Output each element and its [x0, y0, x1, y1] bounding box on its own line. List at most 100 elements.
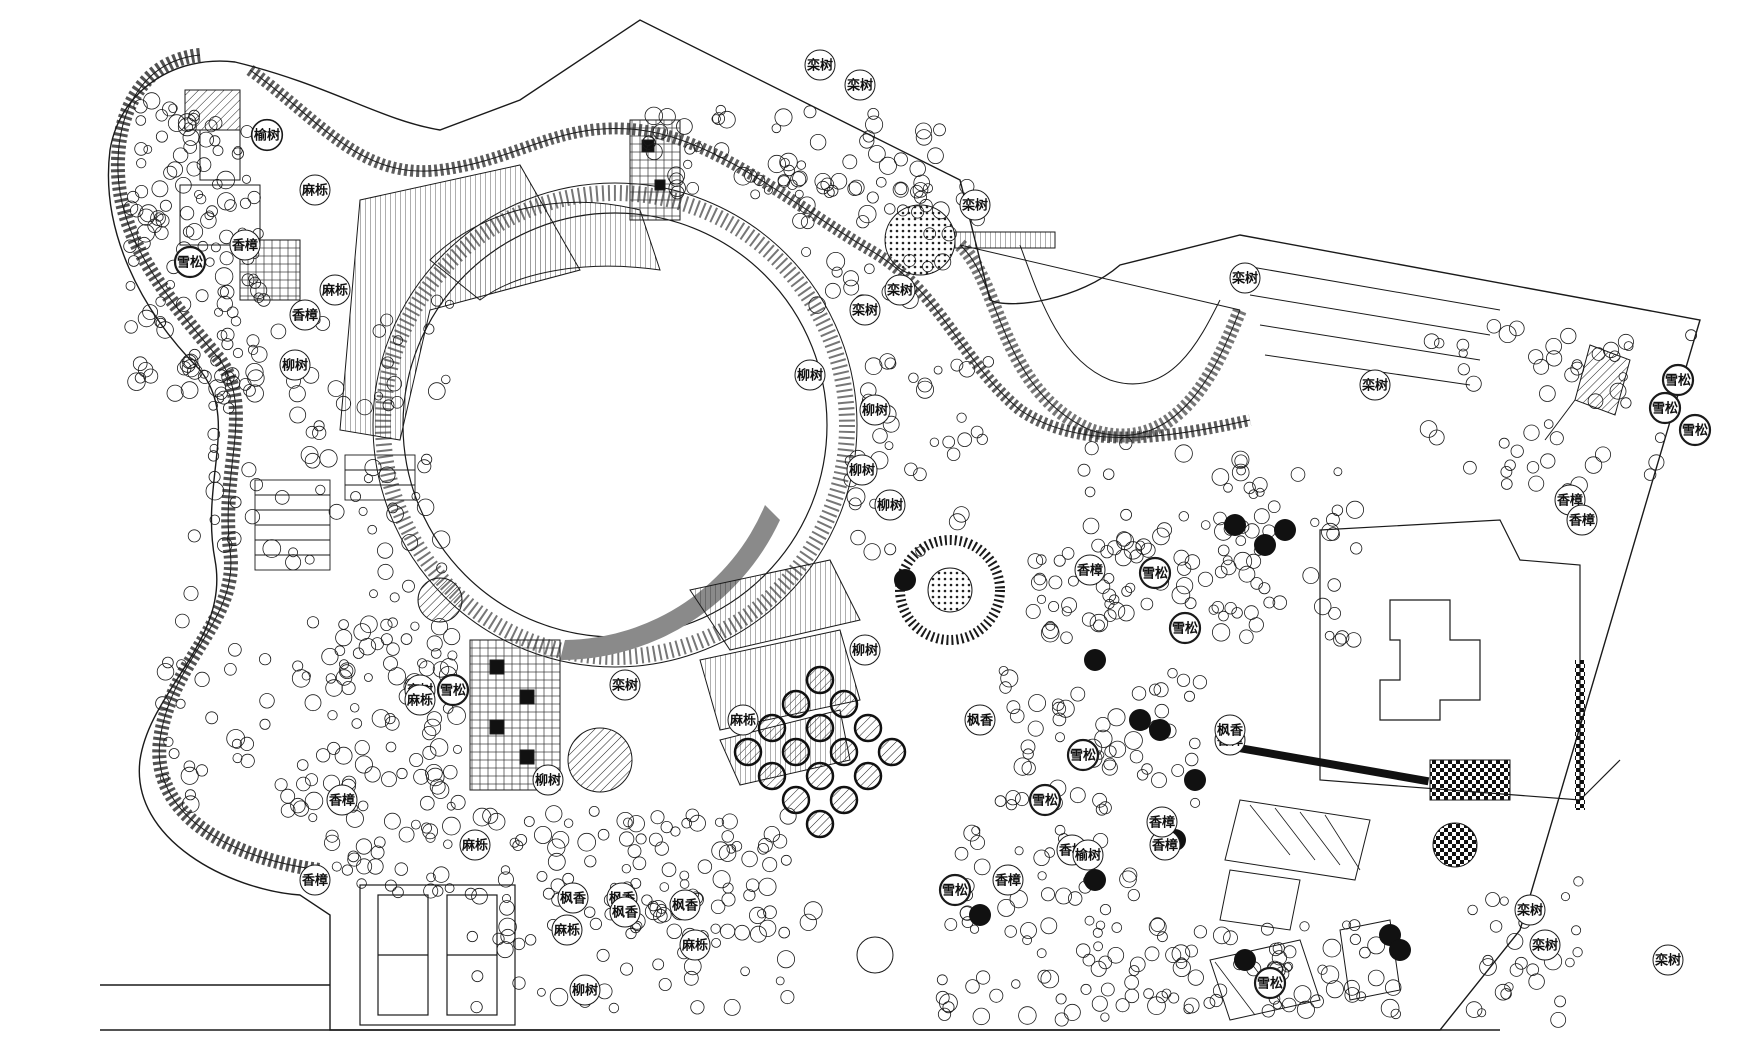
tree-canopy — [547, 852, 566, 871]
tree-canopy — [1587, 393, 1604, 410]
tree-canopy — [1155, 990, 1169, 1004]
grid-tree — [805, 761, 835, 791]
tree-species-label: 榆树 — [1075, 848, 1101, 864]
tree-species-label: 香樟 — [291, 308, 318, 324]
tree-canopy — [1048, 601, 1060, 613]
tree-canopy — [196, 157, 212, 172]
tree-canopy — [247, 190, 261, 205]
tree-canopy — [820, 177, 835, 192]
tree-canopy — [723, 999, 741, 1016]
tree-canopy — [1011, 979, 1021, 989]
tree-canopy — [430, 618, 449, 636]
tree-canopy — [498, 917, 517, 937]
tree-canopy — [197, 240, 209, 252]
tree-canopy — [1149, 683, 1162, 696]
tree-canopy — [163, 736, 174, 747]
tree-canopy — [225, 367, 240, 382]
tree-canopy — [143, 368, 159, 384]
tree-canopy — [1324, 630, 1335, 641]
tree-canopy — [180, 206, 195, 221]
tree-canopy — [327, 710, 338, 721]
tree-canopy — [1040, 969, 1060, 989]
tree-label-ring — [884, 274, 916, 306]
tree-canopy — [763, 905, 777, 919]
grid-tree — [829, 689, 859, 719]
tree-canopy — [1235, 535, 1247, 546]
tree-canopy — [205, 257, 215, 267]
tree-canopy — [608, 1002, 620, 1014]
tree-canopy — [1648, 454, 1665, 471]
dark-tree — [969, 904, 991, 926]
tree-canopy — [1268, 942, 1283, 957]
tree-canopy — [422, 745, 437, 760]
tree-canopy — [982, 356, 995, 368]
tree-canopy — [396, 767, 408, 780]
tree-canopy — [364, 766, 381, 783]
tree-canopy — [803, 105, 817, 119]
tree-canopy — [798, 196, 816, 214]
tree-canopy — [183, 353, 199, 369]
tree-canopy — [710, 923, 721, 934]
tree-canopy — [858, 205, 877, 224]
tree-label-ring — [1253, 966, 1287, 1000]
tree-canopy — [1367, 936, 1386, 955]
tree-canopy — [387, 502, 399, 514]
tree-canopy — [425, 763, 443, 782]
tree-canopy — [763, 185, 773, 195]
tree-canopy — [1127, 888, 1140, 902]
tree-canopy — [389, 592, 400, 603]
tree-canopy — [1103, 757, 1116, 771]
tree-canopy — [436, 562, 448, 574]
tree-canopy — [1467, 904, 1478, 916]
tree-canopy — [524, 934, 537, 946]
tree-canopy — [597, 828, 610, 841]
tree-canopy — [864, 263, 875, 275]
tree-canopy — [1118, 604, 1135, 622]
tree-canopy — [1380, 998, 1400, 1018]
tree-label-ring — [679, 929, 711, 961]
tree-canopy — [198, 131, 215, 148]
tree-canopy — [363, 673, 373, 682]
tree-canopy — [1617, 333, 1634, 350]
tree-canopy — [432, 530, 451, 549]
tree-canopy — [1107, 946, 1125, 964]
tree-canopy — [658, 108, 676, 126]
tree-canopy — [1100, 1012, 1110, 1022]
tree-species-label: 麻栎 — [301, 183, 328, 199]
tree-canopy — [994, 795, 1007, 807]
tree-canopy — [214, 267, 234, 286]
tree-canopy — [1486, 319, 1502, 334]
tree-canopy — [381, 771, 397, 788]
tree-canopy — [1094, 729, 1113, 748]
tree-canopy — [896, 204, 909, 217]
tree-canopy — [711, 841, 730, 860]
tree-canopy — [430, 294, 443, 307]
tree-canopy — [183, 140, 198, 154]
tree-canopy — [154, 316, 167, 328]
tree-canopy — [1211, 601, 1225, 614]
tree-canopy — [1040, 623, 1060, 643]
tree-canopy — [224, 662, 237, 676]
tree-canopy — [1175, 957, 1188, 969]
tree-canopy — [1328, 607, 1341, 620]
tree-canopy — [1344, 979, 1360, 996]
tree-species-label: 麻栎 — [406, 693, 433, 709]
tree-canopy — [390, 395, 404, 409]
tree-canopy — [718, 110, 736, 129]
tree-canopy — [155, 696, 170, 711]
tree-canopy — [1528, 475, 1545, 492]
tree-canopy — [1543, 419, 1554, 429]
tree-canopy — [1093, 941, 1103, 952]
tree-canopy — [676, 118, 693, 135]
tree-canopy — [744, 169, 758, 183]
tree-canopy — [418, 660, 435, 677]
tree-canopy — [866, 191, 879, 204]
tree-canopy — [300, 446, 319, 464]
tree-canopy — [714, 817, 725, 827]
tree-species-label: 柳树 — [852, 643, 878, 659]
tree-canopy — [767, 154, 786, 174]
tree-canopy — [1565, 957, 1575, 968]
tree-canopy — [1040, 917, 1058, 935]
tree-canopy — [1239, 629, 1254, 644]
